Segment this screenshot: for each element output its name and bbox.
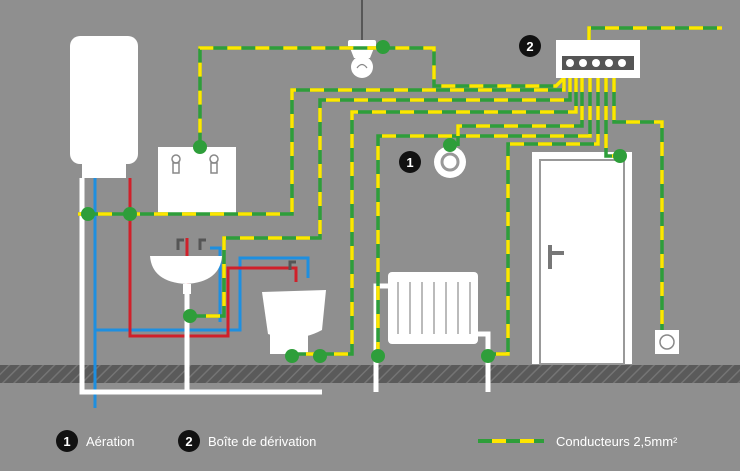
connection-point <box>285 349 299 363</box>
legend-badge-2: 2 <box>178 430 200 452</box>
badge-junction-box: 2 <box>519 35 541 57</box>
radiator <box>373 272 491 392</box>
conductor-sample-icon <box>478 439 544 443</box>
badge-junction-box-number: 2 <box>526 39 533 54</box>
legend-item-junction-box: 2 Boîte de dérivation <box>178 430 316 452</box>
connection-point <box>371 349 385 363</box>
connection-point <box>183 309 197 323</box>
legend-item-conductors: Conducteurs 2,5mm² <box>478 430 677 452</box>
legend-label-junction-box: Boîte de dérivation <box>208 433 317 449</box>
legend-item-aeration: 1 Aération <box>56 430 134 452</box>
legend-badge-1: 1 <box>56 430 78 452</box>
door <box>532 152 632 365</box>
connection-point <box>313 349 327 363</box>
legend-label-conductors: Conducteurs 2,5mm² <box>556 433 678 449</box>
bonding-conductors <box>78 26 722 356</box>
water-heater <box>70 36 138 178</box>
connection-point <box>481 349 495 363</box>
connection-point <box>376 40 390 54</box>
badge-aeration-number: 1 <box>406 155 413 170</box>
connection-point <box>443 138 457 152</box>
connection-point <box>613 149 627 163</box>
bidet <box>262 260 326 354</box>
legend-label-aeration: Aération <box>86 433 135 449</box>
ceiling-lamp-icon <box>348 0 376 78</box>
bonding-connection-points <box>81 40 627 363</box>
connection-point <box>81 207 95 221</box>
badge-aeration: 1 <box>399 151 421 173</box>
wall-socket <box>655 330 679 354</box>
connection-point <box>123 207 137 221</box>
switch-panel <box>158 147 236 213</box>
connection-point <box>193 140 207 154</box>
washbasin <box>150 238 222 294</box>
floor <box>0 365 740 383</box>
ventilation-outlet <box>434 146 466 178</box>
junction-box <box>556 40 640 78</box>
legend-background <box>0 383 740 471</box>
